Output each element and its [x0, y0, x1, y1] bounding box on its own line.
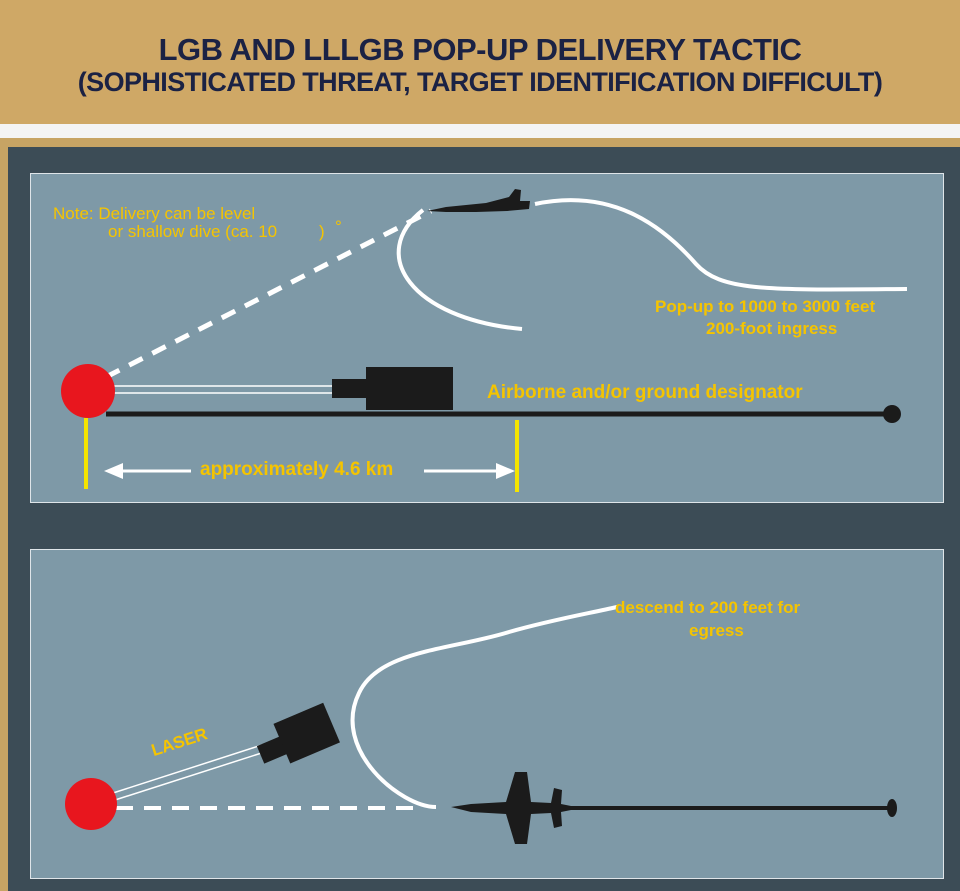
egress-phase-panel: descend to 200 feet for egress LASER: [30, 549, 944, 879]
ingress-altitude-label: 200-foot ingress: [706, 319, 838, 338]
egress-maneuver-path: [350, 605, 618, 809]
release-dashed-line: [104, 208, 433, 380]
laser-designator-icon: [256, 702, 340, 764]
ground-line-endpoint: [883, 405, 901, 423]
page-subtitle: (SOPHISTICATED THREAT, TARGET IDENTIFICA…: [77, 67, 883, 97]
egress-label-line1: descend to 200 feet for: [615, 598, 801, 617]
popup-phase-panel: Note: Delivery can be level or shallow d…: [30, 173, 944, 503]
egress-phase-diagram: [65, 605, 897, 844]
popup-phase-diagram: [61, 189, 908, 492]
header-separator: [0, 124, 960, 138]
distance-label: approximately 4.6 km: [200, 459, 394, 480]
popup-maneuver-path: [396, 208, 523, 331]
egress-label-line2: egress: [689, 621, 744, 640]
delivery-note-line1: Note: Delivery can be level: [53, 204, 256, 223]
delivery-note-line2: or shallow dive (ca. 10: [108, 222, 278, 241]
page-title: LGB AND LLLGB POP-UP DELIVERY TACTIC: [158, 32, 802, 67]
designator-label: Airborne and/or ground designator: [487, 382, 803, 403]
ingress-path: [534, 198, 908, 292]
egress-target-marker: [65, 778, 117, 830]
delivery-note-degree: °: [335, 217, 342, 236]
aircraft-side-icon: [427, 189, 530, 212]
target-marker: [61, 364, 115, 418]
egress-ground-endpoint: [887, 799, 897, 817]
designator-pod-icon: [332, 367, 453, 410]
aircraft-top-icon: [451, 772, 571, 844]
delivery-note-close: ): [319, 222, 325, 241]
header-banner: LGB AND LLLGB POP-UP DELIVERY TACTIC (SO…: [0, 0, 960, 124]
popup-altitude-label: Pop-up to 1000 to 3000 feet: [655, 297, 876, 316]
